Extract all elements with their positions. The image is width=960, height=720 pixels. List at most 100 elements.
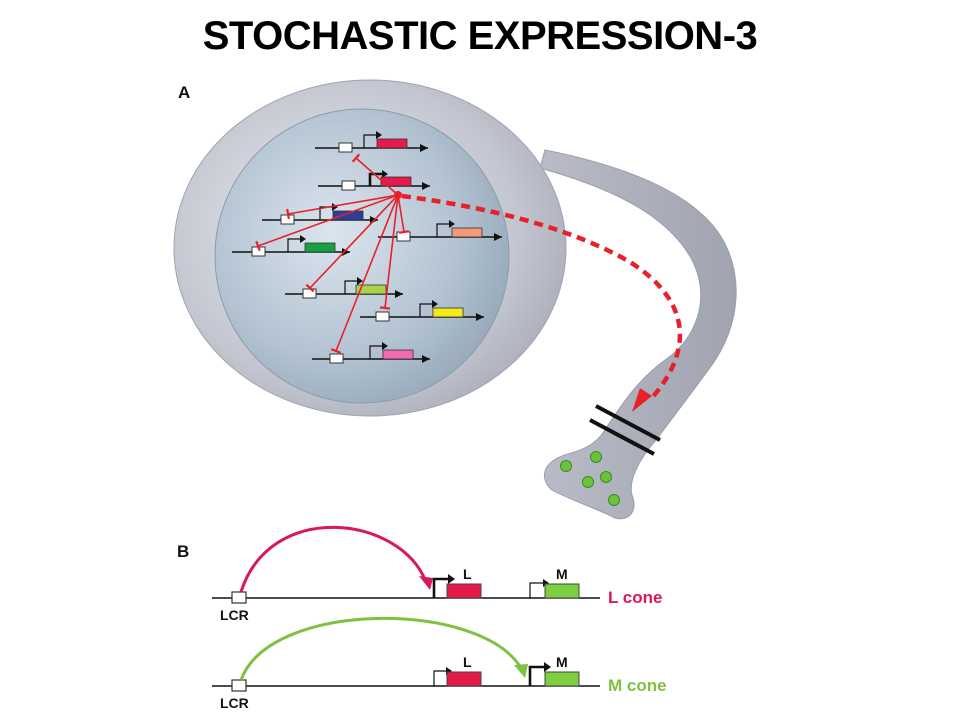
signal-arrow [401, 193, 683, 402]
arc-arrowhead [419, 576, 433, 590]
strand-arrowhead [422, 182, 430, 190]
promoter-arrowhead [448, 574, 455, 584]
vesicle [600, 471, 612, 483]
repression-line [384, 194, 399, 309]
lcr-activation-arc [239, 525, 428, 593]
cell-axon [539, 149, 737, 520]
m-gene-label: M [556, 654, 568, 670]
promoter-arrow [368, 172, 384, 186]
m-promoter-arrow [528, 665, 547, 686]
strand-arrowhead [476, 313, 484, 321]
m-promoter-arrow [529, 582, 545, 598]
enhancer-box [375, 311, 390, 322]
strand-arrowhead [342, 248, 350, 256]
repression-line [335, 194, 399, 352]
gene-box [304, 242, 336, 253]
nucleus [214, 108, 510, 404]
synaptic-vesicles [560, 451, 620, 506]
repression-bar [379, 306, 391, 310]
promoter-arrowhead [449, 220, 455, 228]
vesicle [560, 460, 572, 472]
repression-bar [351, 153, 361, 163]
repression-bar [286, 208, 290, 220]
strand-arrowhead [395, 290, 403, 298]
repression-bar [398, 230, 410, 234]
gene-locus [312, 342, 430, 364]
strand-arrowhead [494, 233, 502, 241]
m-gene-box [544, 583, 580, 599]
gene-box [376, 138, 408, 149]
gene-box [432, 307, 464, 318]
gene-loci [232, 131, 502, 364]
repression-line [397, 194, 405, 233]
repression-line [257, 194, 399, 247]
photoreceptor-cell [173, 79, 737, 520]
m-gene-box [544, 671, 580, 687]
vesicle [590, 451, 602, 463]
enhancer-box [338, 142, 353, 153]
lcr-label: LCR [220, 607, 249, 623]
enhancer-box [396, 231, 411, 242]
vesicle [608, 494, 620, 506]
panel-b-label: B [177, 542, 189, 561]
promoter-arrow [344, 280, 359, 294]
l-gene-box [446, 583, 482, 599]
lcr-box [231, 679, 247, 692]
l-gene-label: L [463, 566, 472, 582]
m-cone-row: LCR L M M cone [212, 617, 667, 711]
l-gene-label: L [463, 654, 472, 670]
signal-arrowhead [632, 388, 652, 412]
arc-arrowhead [514, 664, 528, 678]
signal-hub [394, 191, 402, 199]
promoter-arrow [287, 238, 302, 252]
gene-box [332, 210, 364, 221]
gene-locus [232, 235, 350, 257]
cell-type-label: L cone [608, 588, 662, 607]
vesicle [582, 476, 594, 488]
promoter-arrowhead [544, 662, 551, 672]
l-promoter-arrow [432, 577, 451, 598]
repression-line [355, 157, 399, 196]
gene-box [382, 349, 414, 360]
promoter-arrow [363, 134, 378, 148]
l-promoter-arrow [433, 670, 448, 686]
gene-locus [318, 170, 430, 191]
repression-bar [330, 348, 342, 354]
m-gene-label: M [556, 566, 568, 582]
repression-signals [255, 153, 410, 354]
gene-locus [378, 220, 502, 242]
promoter-arrowhead [300, 235, 306, 243]
promoter-arrowhead [376, 131, 382, 139]
promoter-arrow [436, 223, 451, 237]
gene-locus [360, 300, 484, 322]
l-gene-box [446, 671, 482, 687]
promoter-arrowhead [382, 170, 388, 178]
repression-bar [255, 240, 261, 252]
promoter-arrowhead [432, 300, 438, 308]
gene-box [380, 176, 412, 187]
repression-bar [305, 283, 315, 293]
lcr-label: LCR [220, 695, 249, 711]
gene-locus [285, 277, 403, 299]
gene-locus [315, 131, 428, 153]
strand-arrowhead [420, 144, 428, 152]
promoter-arrowhead [382, 342, 388, 350]
enhancer-box [329, 353, 344, 364]
promoter-arrowhead [357, 277, 363, 285]
gene-box [355, 284, 387, 295]
enhancer-box [341, 180, 356, 191]
promoter-arrow [419, 303, 434, 317]
strand-arrowhead [422, 355, 430, 363]
repression-line [287, 194, 399, 215]
l-cone-row: LCR L M L cone [212, 525, 662, 623]
panel-a-label: A [178, 83, 190, 102]
gene-box [451, 227, 483, 238]
slide-title: STOCHASTIC EXPRESSION-3 [202, 14, 758, 58]
axon-break-mark [589, 404, 661, 456]
promoter-arrow [369, 345, 384, 359]
lcr-box [231, 591, 247, 604]
cell-type-label: M cone [608, 676, 667, 695]
promoter-arrowhead [332, 203, 338, 211]
lcr-activation-arc [239, 617, 523, 681]
